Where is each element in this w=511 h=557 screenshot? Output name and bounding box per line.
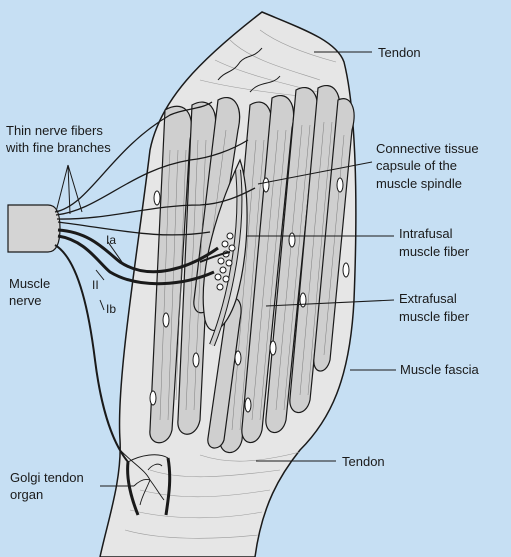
- label-thin-nerve-line1: Thin nerve fibers: [6, 123, 103, 138]
- label-intrafusal-line2: muscle fiber: [399, 244, 470, 259]
- label-golgi-line1: Golgi tendon: [10, 470, 84, 485]
- label-capsule-line3: muscle spindle: [376, 176, 462, 191]
- fiber-nuclei: [149, 177, 350, 413]
- tendon-nerve-branches: [217, 47, 281, 93]
- tendon-texture-bottom: [124, 451, 301, 539]
- muscle-nerve: [7, 101, 256, 463]
- label-extrafusal-line1: Extrafusal: [399, 291, 457, 306]
- label-capsule-line2: capsule of the: [376, 158, 457, 173]
- label-tendon-top: Tendon: [378, 45, 421, 60]
- leader-lines: [55, 51, 396, 487]
- label-golgi-line2: organ: [10, 487, 43, 502]
- label-capsule-line1: Connective tissue: [376, 141, 479, 156]
- label-ii: II: [92, 278, 99, 292]
- label-ib: Ib: [106, 302, 116, 316]
- label-tendon-bottom: Tendon: [342, 454, 385, 469]
- label-thin-nerve-line2: with fine branches: [5, 140, 111, 155]
- golgi-tendon-organ: [119, 449, 172, 516]
- label-ia: Ia: [106, 233, 116, 247]
- label-extrafusal-line2: muscle fiber: [399, 309, 470, 324]
- label-muscle-fascia: Muscle fascia: [400, 362, 480, 377]
- label-muscle-nerve-line1: Muscle: [9, 276, 50, 291]
- label-intrafusal-line1: Intrafusal: [399, 226, 453, 241]
- label-muscle-nerve-line2: nerve: [9, 293, 42, 308]
- nerve-fibers: [54, 101, 256, 463]
- muscle-spindle: [202, 158, 248, 347]
